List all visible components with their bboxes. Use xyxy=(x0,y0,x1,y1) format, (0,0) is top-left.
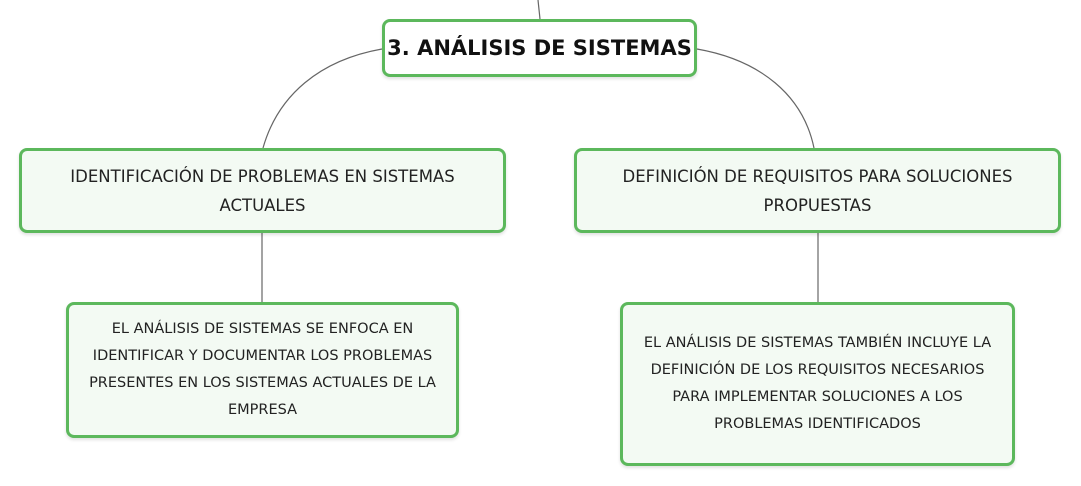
connector-parent-to-root xyxy=(537,0,541,20)
topic-node-label: IDENTIFICACIÓN DE PROBLEMAS EN SISTEMAS … xyxy=(70,166,455,215)
connector-root-to-left xyxy=(262,48,383,149)
topic-node-problem-identification[interactable]: IDENTIFICACIÓN DE PROBLEMAS EN SISTEMAS … xyxy=(19,148,506,233)
topic-node-requirements-definition[interactable]: DEFINICIÓN DE REQUISITOS PARA SOLUCIONES… xyxy=(574,148,1061,233)
root-node-label: 3. ANÁLISIS DE SISTEMAS xyxy=(387,36,692,60)
subtopic-node-requirements-definition-detail[interactable]: EL ANÁLISIS DE SISTEMAS TAMBIÉN INCLUYE … xyxy=(620,302,1015,466)
subtopic-node-text: EL ANÁLISIS DE SISTEMAS TAMBIÉN INCLUYE … xyxy=(643,335,992,432)
root-node[interactable]: 3. ANÁLISIS DE SISTEMAS xyxy=(382,19,697,77)
subtopic-node-text: EL ANÁLISIS DE SISTEMAS SE ENFOCA EN IDE… xyxy=(89,321,436,418)
connector-root-to-right xyxy=(696,48,815,149)
topic-node-label: DEFINICIÓN DE REQUISITOS PARA SOLUCIONES… xyxy=(622,166,1013,215)
subtopic-node-problem-identification-detail[interactable]: EL ANÁLISIS DE SISTEMAS SE ENFOCA EN IDE… xyxy=(66,302,459,438)
